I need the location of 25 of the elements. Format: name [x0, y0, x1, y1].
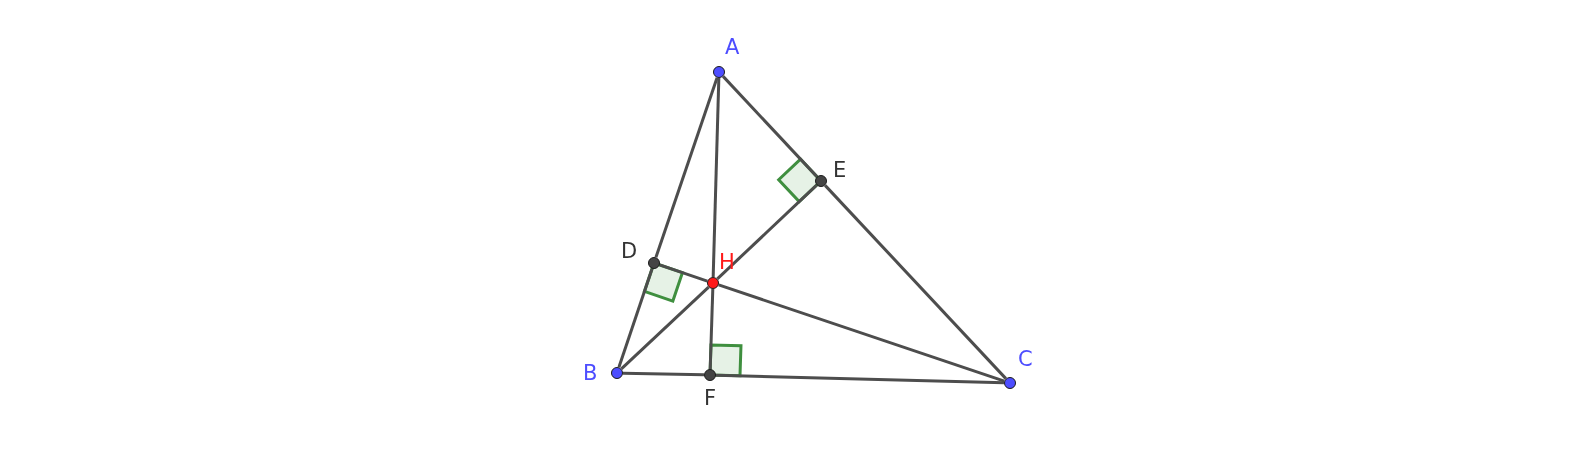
point-dot: [713, 66, 725, 78]
line-segment: [711, 77, 721, 278]
point-dot: [707, 277, 719, 289]
line-segment: [654, 77, 719, 258]
point-label: E: [833, 159, 847, 181]
line-segment: [716, 184, 818, 280]
point-dot: [704, 369, 716, 381]
point-label: F: [704, 387, 717, 409]
line-segment: [715, 373, 1005, 385]
line-segment: [622, 371, 705, 377]
line-segment: [718, 283, 1005, 383]
line-segment: [620, 286, 710, 370]
line-segment: [708, 288, 715, 370]
point-dot: [611, 367, 623, 379]
point-label: H: [719, 251, 735, 273]
point-label: C: [1018, 348, 1033, 370]
line-segment: [659, 263, 708, 283]
line-segment: [722, 75, 818, 178]
point-dot: [1004, 377, 1016, 389]
point-label: B: [583, 362, 598, 384]
point-label: A: [725, 36, 740, 58]
point-label: D: [621, 240, 638, 262]
line-segment: [824, 184, 1007, 380]
line-segment: [617, 268, 654, 368]
point-dot: [648, 257, 660, 269]
